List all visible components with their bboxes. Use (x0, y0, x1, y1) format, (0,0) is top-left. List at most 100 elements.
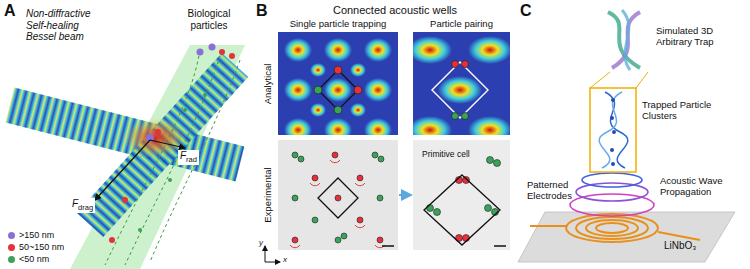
panel-b-art-part-part (284, 78, 312, 102)
label: Non-diffractive Self-healing Bessel beam (26, 8, 106, 43)
label: Frad (178, 150, 199, 165)
panel-b-art-part-part (335, 195, 341, 201)
label: Connected acoustic wells (300, 4, 490, 17)
panel-b-art-part-part (468, 116, 510, 135)
panel-b-art-part-part (292, 195, 298, 201)
panel-b-art-part (334, 106, 342, 114)
panel-a-art-part (109, 237, 115, 243)
panel-b-art-part-part (357, 175, 363, 181)
panel-b-art-part-part (364, 78, 392, 102)
panel-b-art-part-part (364, 38, 392, 62)
label: Single particle trapping (278, 19, 398, 30)
panel-c-art-part-part (612, 130, 616, 134)
panel-c-art-part-part (576, 183, 648, 201)
panel-b-art-part (354, 86, 362, 94)
panel-letter: A (4, 2, 16, 20)
panel-b-art-part-part (312, 175, 318, 181)
panel-a-art-part (150, 140, 185, 148)
panel-c-art-part (590, 72, 610, 88)
panel-b-art-part-part (434, 209, 441, 216)
panel-b-art-part-part (494, 160, 501, 167)
label: Biological particles (176, 8, 242, 31)
panel-b-art-part-part (284, 118, 312, 135)
panel-b-art-part-part (372, 152, 378, 158)
panel-c-art (518, 10, 735, 262)
panel-b-art-part-part (350, 103, 366, 117)
panel-a-art-part (197, 49, 204, 56)
panel-b-art-part-part (364, 118, 392, 135)
panel-c-art-part-part (566, 214, 658, 242)
panel-a-art-part (105, 50, 200, 265)
panel-b-art-part (278, 140, 398, 250)
label: Acoustic Wave Propagation (660, 176, 746, 198)
label: Analytical (263, 64, 274, 105)
label: Particle pairing (413, 19, 510, 30)
panel-b-art-part (318, 178, 358, 218)
panel-c-art-part (570, 173, 654, 216)
panel-b-art-part-part (330, 160, 340, 163)
panel-b-art-part (413, 36, 510, 135)
panel-b-art-part (427, 157, 501, 242)
panel-b-art-part-part (332, 152, 338, 158)
panel-a-art-part (168, 178, 172, 182)
panel-b-art-part (452, 113, 459, 120)
panel-b-art-part-part (341, 233, 347, 239)
legend-text: 50~150 nm (19, 243, 64, 252)
panel-b-art-part (399, 194, 411, 196)
legend-swatch (8, 232, 15, 239)
label: Fdrag (70, 198, 95, 213)
panel-a-art-part (229, 53, 235, 59)
panel-c-art-part-part (611, 162, 615, 166)
panel-c-art-part-part (582, 173, 642, 187)
panel-b-art-part (462, 113, 469, 120)
panel-b-art-part-part (290, 245, 300, 248)
panel-a-art-part (125, 50, 222, 265)
panel-c-art-part-part (576, 217, 648, 239)
panel-b-art-part-part (324, 38, 352, 62)
panel-b-art-part-part (292, 152, 298, 158)
panel-a-art-part (209, 44, 216, 51)
panel-b-art-part (265, 262, 280, 263)
panel-c-art-part-part (530, 225, 566, 227)
panel-b-art-part-part (335, 237, 341, 243)
panel-b-art-part (424, 175, 500, 245)
legend-text: <50 nm (19, 255, 49, 264)
panel-b-art-part-part (427, 205, 434, 212)
panel-b-art-part-part (355, 183, 365, 186)
panel-b-art-part-part (413, 36, 452, 64)
panel-c-art-part-part (610, 148, 614, 152)
panel-b-art-part-part (413, 116, 452, 135)
panel-b-art-part-part (487, 157, 494, 164)
panel-b-art-part-part (377, 237, 383, 243)
legend-swatch (8, 256, 15, 263)
panel-c-art-part-part (610, 116, 614, 120)
panel-c-art-part (599, 92, 622, 168)
panel-c-art-part (622, 10, 630, 70)
panel-b-art-part-part (310, 183, 320, 186)
panel-c-art-part-part (586, 220, 638, 236)
panel-a-art-part (138, 228, 142, 232)
panel-a-art-part (95, 140, 150, 200)
panel-c-art-part-part (596, 223, 628, 233)
panel-a-art-part (150, 60, 240, 262)
panel-b-art-part (290, 160, 385, 248)
panel-a-art-part (77, 53, 249, 237)
panel-b-art-part-part (298, 156, 304, 162)
panel-b-art-part (413, 140, 510, 250)
panel-b-art-part-part (324, 78, 352, 102)
panel-b-art (265, 32, 512, 262)
panel-a-art-part (219, 49, 225, 55)
panel-b-art-part-part (292, 237, 298, 243)
panel-b-art-part-part (284, 38, 312, 62)
panel-a-art-part (122, 197, 128, 203)
panel-c-art-part (636, 72, 648, 88)
panel-b-art-part (284, 38, 392, 135)
panel-b-art-part (292, 152, 384, 243)
panel-c-art-part-part (658, 232, 700, 240)
panel-b-art-part (314, 86, 322, 94)
panel-b-art-part (494, 245, 506, 247)
panel-b-art-part-part (485, 205, 492, 212)
panel-c-art-part (530, 214, 700, 242)
